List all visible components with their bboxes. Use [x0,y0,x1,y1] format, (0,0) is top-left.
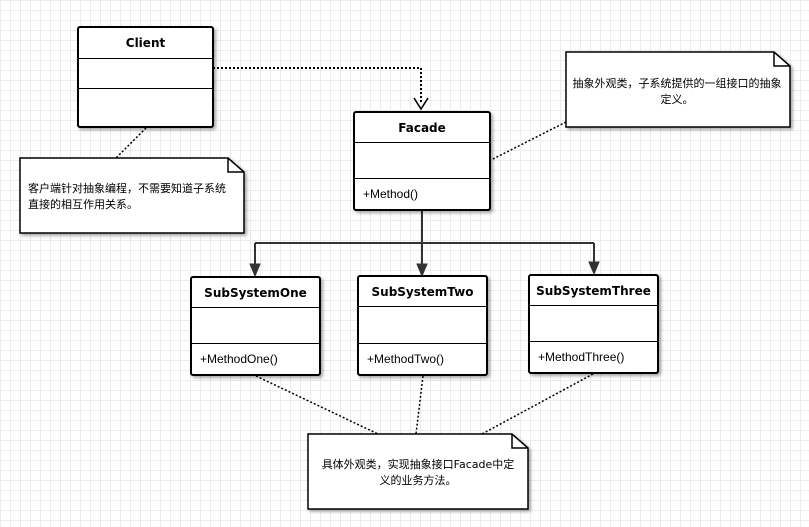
facade-method: +Method() [363,187,419,201]
client-class-name: Client [79,28,212,59]
client-note-text: 客户端针对抽象编程，不需要知道子系统直接的相互作用关系。 [28,182,226,211]
client-facade-arrowhead [413,97,429,111]
subsystem-two-arrowhead [416,263,428,278]
subsystem-two-class[interactable]: SubSystemTwo +MethodTwo() [357,275,488,376]
subsystem-note-text: 具体外观类，实现抽象接口Facade中定义的业务方法。 [321,458,515,487]
facade-class[interactable]: Facade +Method() [353,111,491,211]
subsystem-one-attributes [192,308,319,344]
client-operations [79,89,212,126]
facade-note-text: 抽象外观类，子系统提供的一组接口的抽象定义。 [572,77,782,106]
subsystem-three-method: +MethodThree() [538,350,625,364]
subsystem-two-name: SubSystemTwo [359,277,486,307]
subsystem-two-note-anchor [415,375,424,435]
facade-subsystems-connector [254,211,595,268]
client-class[interactable]: Client [77,26,214,128]
client-note-anchor [115,127,147,159]
subsystem-three-note-anchor [481,373,594,435]
subsystem-one-arrowhead [249,263,261,278]
subsystem-three-attributes [530,306,657,342]
subsystem-one-class[interactable]: SubSystemOne +MethodOne() [190,276,321,376]
client-note-fold [227,158,244,173]
subsystem-note-fold [511,434,528,449]
subsystem-one-name: SubSystemOne [192,278,319,308]
subsystem-three-class[interactable]: SubSystemThree +MethodThree() [528,274,659,374]
subsystem-three-name: SubSystemThree [530,276,657,306]
subsystem-three-arrowhead [588,261,600,276]
subsystem-one-method: +MethodOne() [200,352,278,366]
facade-attributes [355,143,489,179]
subsystem-note-shape [307,433,529,510]
subsystem-one-note-anchor [255,375,379,435]
client-note-shape [19,157,245,234]
subsystem-two-method: +MethodTwo() [367,352,445,366]
facade-note-shape [565,51,791,128]
facade-note-anchor [490,121,567,161]
client-attributes [79,59,212,89]
subsystem-two-attributes [359,307,486,344]
client-facade-dependency [213,67,422,104]
facade-class-name: Facade [355,113,489,143]
facade-note-fold [773,52,790,67]
